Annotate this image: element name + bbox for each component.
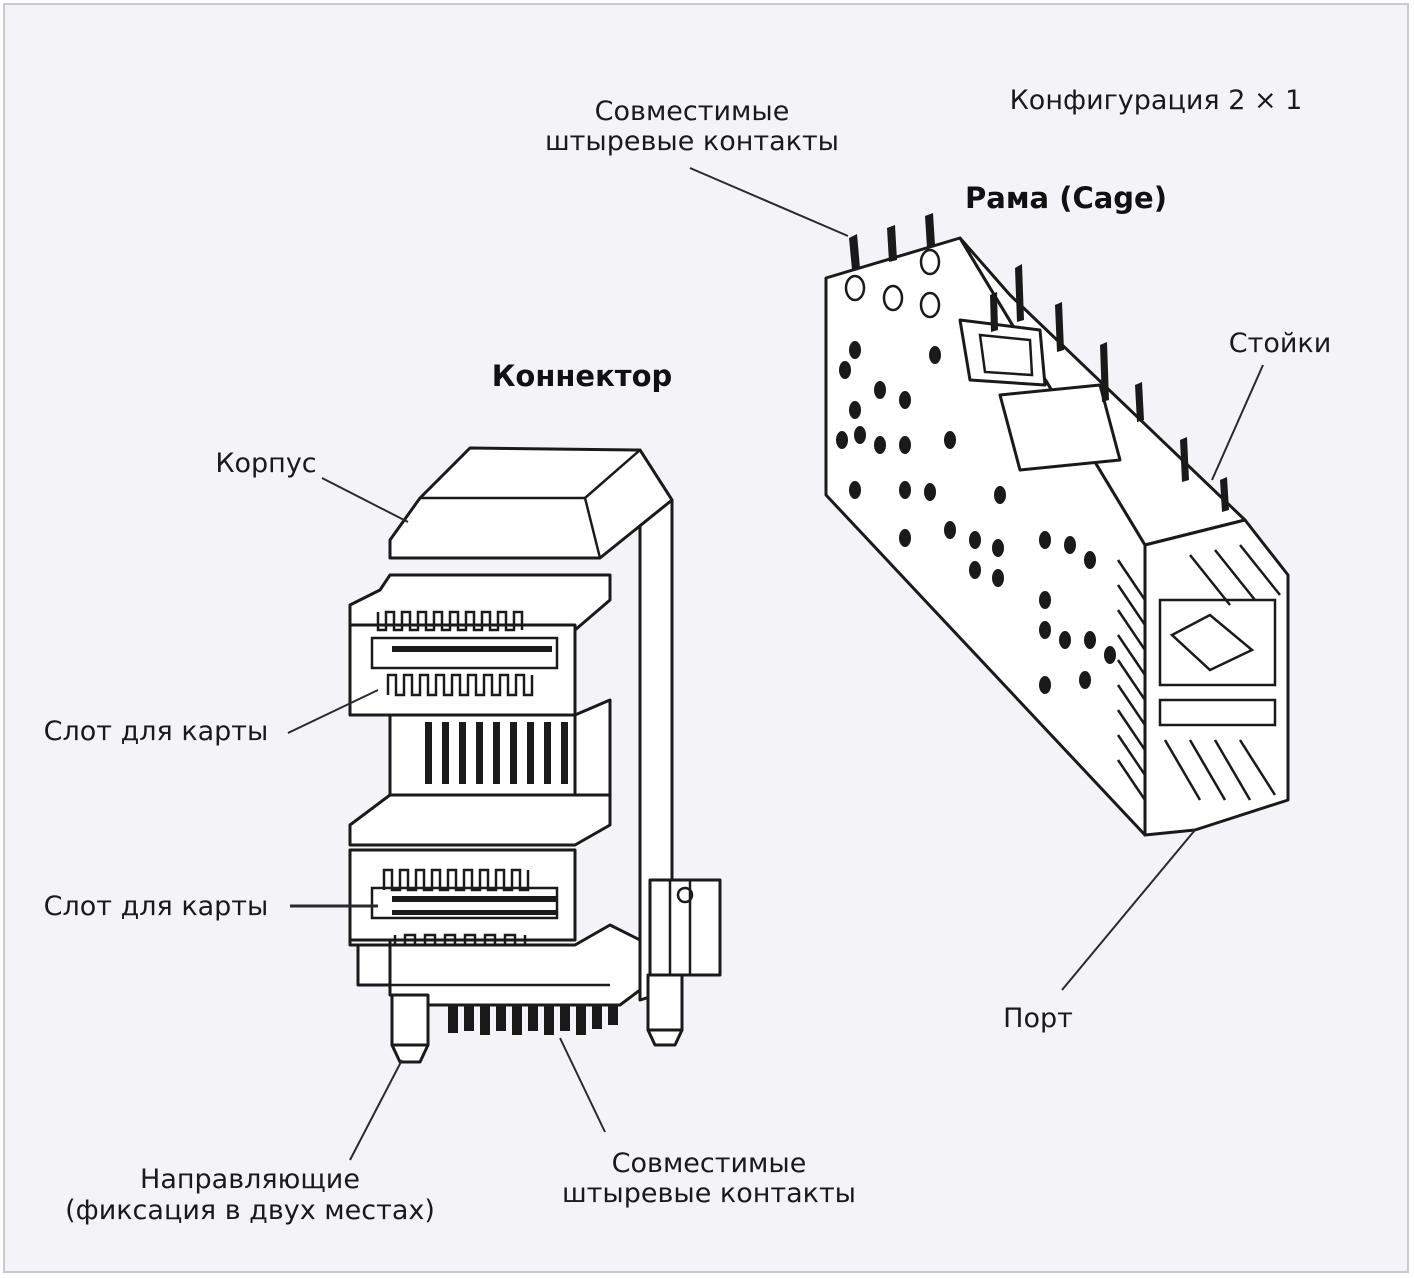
cage-pins-label-line1: Совместимые	[595, 96, 790, 127]
cage-front-hatching	[1116, 544, 1281, 801]
leader-slot-top	[287, 689, 379, 734]
card-slot-bottom-label: Слот для карты	[44, 891, 269, 922]
housing-label: Корпус	[215, 448, 316, 479]
leader-cage-pins	[689, 167, 849, 237]
leader-housing	[321, 477, 409, 523]
card-slot-top-label: Слот для карты	[44, 716, 269, 747]
leader-port	[1061, 829, 1196, 991]
cage-top-pins	[849, 213, 935, 270]
labels: Коннектор Рама (Cage) Конфигурация 2 × 1…	[44, 85, 1332, 1226]
cage-holes	[836, 248, 1116, 694]
leader-lines	[287, 167, 1264, 1161]
configuration-label: Конфигурация 2 × 1	[1010, 85, 1303, 116]
connector-guides	[390, 878, 722, 1064]
cage-title: Рама (Cage)	[965, 181, 1167, 215]
middle-contacts	[425, 722, 568, 784]
leader-posts	[1211, 364, 1264, 481]
connector-housing	[388, 446, 674, 560]
cage-posts	[990, 264, 1229, 512]
connector-drawing	[348, 446, 722, 1064]
port-label: Порт	[1003, 1003, 1073, 1034]
connector-title: Коннектор	[492, 359, 673, 393]
posts-label: Стойки	[1229, 328, 1332, 359]
connector-pins-label-line2: штыревые контакты	[562, 1178, 856, 1209]
cage-pins-label-line2: штыревые контакты	[545, 126, 839, 157]
guides-label-line1: Направляющие	[140, 1164, 360, 1195]
connector-card-slot-top	[348, 623, 577, 717]
connector-bottom-pins	[448, 1005, 618, 1035]
cage-drawing	[824, 213, 1290, 837]
leader-guides	[349, 1059, 403, 1161]
connector-card-slot-bottom	[348, 848, 577, 942]
guides-label-line2: (фиксация в двух местах)	[65, 1195, 435, 1226]
slot-top-teeth	[376, 610, 552, 697]
connector-pins-label-line1: Совместимые	[612, 1148, 807, 1179]
leader-connector-pins	[559, 1037, 606, 1133]
